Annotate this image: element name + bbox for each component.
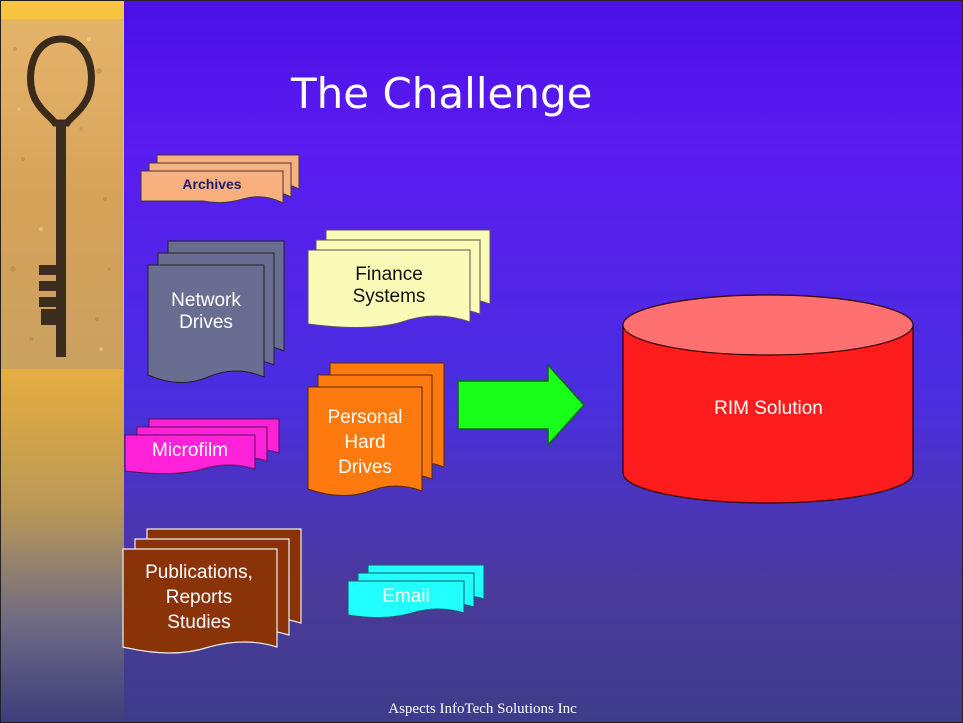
finance-systems-document: Finance Systems <box>306 228 492 329</box>
publications-stack-icon <box>122 528 302 654</box>
publications-label: Publications, Reports Studies <box>145 561 253 633</box>
publications-document: Publications, Reports Studies <box>121 527 305 659</box>
network-drives-label: Network Drives <box>171 290 241 333</box>
archives-label: Archives <box>182 176 242 192</box>
personal-hard-drives-stack-icon <box>307 362 445 497</box>
rim-solution-label: RIM Solution <box>714 398 823 419</box>
network-drives-stack-icon <box>147 240 285 383</box>
slide-footer: Aspects InfoTech Solutions Inc <box>388 701 577 717</box>
microfilm-label: Microfilm <box>152 440 228 461</box>
email-stack-icon <box>347 564 485 619</box>
email-document: Email <box>346 563 486 619</box>
key-image <box>1 19 123 369</box>
personal-hard-drives-document: Personal Hard Drives <box>306 361 446 501</box>
email-label: Email <box>382 586 430 607</box>
network-drives-document: Network Drives <box>146 239 286 387</box>
finance-systems-label: Finance Systems <box>352 264 426 307</box>
archives-document: Archives <box>139 153 303 207</box>
sidebar-band <box>1 1 124 722</box>
microfilm-stack-icon <box>124 418 280 475</box>
right-arrow-icon <box>457 363 586 447</box>
finance-systems-stack-icon <box>307 229 491 329</box>
personal-hard-drives-label: Personal Hard Drives <box>327 406 403 478</box>
microfilm-document: Microfilm <box>123 417 283 475</box>
rim-solution-database-icon <box>622 294 914 504</box>
slide-title: The Challenge <box>291 69 593 118</box>
archives-stack-icon <box>140 154 300 204</box>
